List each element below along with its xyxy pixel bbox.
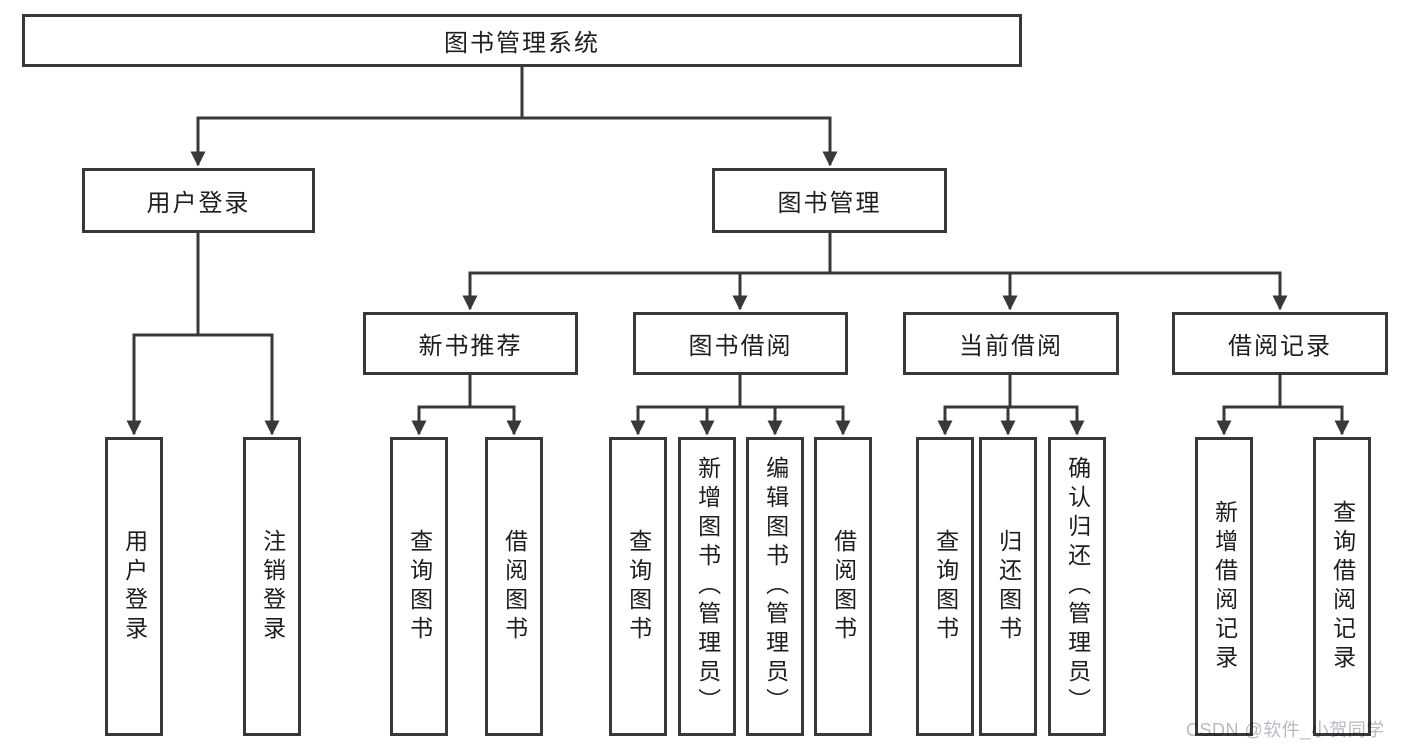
node-book-management-label: 图书管理 [777,190,882,217]
node-user-login: 用户登录 [82,168,315,233]
leaf-query-books-borrow: 查询图书 [609,437,667,736]
leaf-user-login: 用户登录 [105,437,163,736]
node-library-system: 图书管理系统 [22,14,1022,67]
leaf-edit-book-admin: 编辑图书（管理员） [746,437,804,736]
leaf-query-books-borrow-label: 查询图书 [625,528,652,645]
node-library-system-label: 图书管理系统 [444,30,600,57]
node-book-management: 图书管理 [712,168,947,233]
leaf-user-login-label: 用户登录 [121,528,148,645]
node-borrow-records-label: 借阅记录 [1228,333,1332,360]
leaf-confirm-return-admin-label: 确认归还（管理员） [1064,456,1091,717]
leaf-borrow-books: 借阅图书 [814,437,872,736]
leaf-query-books-current-label: 查询图书 [932,528,959,645]
leaf-logout: 注销登录 [243,437,301,736]
node-book-borrow: 图书借阅 [633,312,848,375]
leaf-query-books-recommend: 查询图书 [390,437,448,736]
leaf-borrow-books-recommend-label: 借阅图书 [501,528,528,645]
leaf-logout-label: 注销登录 [259,528,286,645]
leaf-query-books-recommend-label: 查询图书 [406,528,433,645]
leaf-query-borrow-record-label: 查询借阅记录 [1329,499,1356,674]
leaf-add-borrow-record: 新增借阅记录 [1195,437,1253,736]
leaf-query-books-current: 查询图书 [916,437,974,736]
leaf-return-books: 归还图书 [979,437,1037,736]
node-user-login-label: 用户登录 [146,190,251,217]
node-borrow-records: 借阅记录 [1172,312,1388,375]
leaf-add-borrow-record-label: 新增借阅记录 [1211,499,1238,674]
leaf-add-book-admin: 新增图书（管理员） [678,437,736,736]
leaf-edit-book-admin-label: 编辑图书（管理员） [762,456,789,717]
node-current-borrow: 当前借阅 [903,312,1119,375]
node-book-borrow-label: 图书借阅 [688,333,793,360]
leaf-query-borrow-record: 查询借阅记录 [1313,437,1371,736]
node-new-book-recommend-label: 新书推荐 [418,333,523,360]
leaf-return-books-label: 归还图书 [995,528,1022,645]
node-new-book-recommend: 新书推荐 [363,312,578,375]
leaf-add-book-admin-label: 新增图书（管理员） [694,456,721,717]
csdn-watermark: CSDN @软件_小贺同学 [1186,720,1385,740]
leaf-borrow-books-label: 借阅图书 [830,528,857,645]
node-current-borrow-label: 当前借阅 [959,333,1063,360]
leaf-confirm-return-admin: 确认归还（管理员） [1048,437,1106,736]
leaf-borrow-books-recommend: 借阅图书 [485,437,543,736]
